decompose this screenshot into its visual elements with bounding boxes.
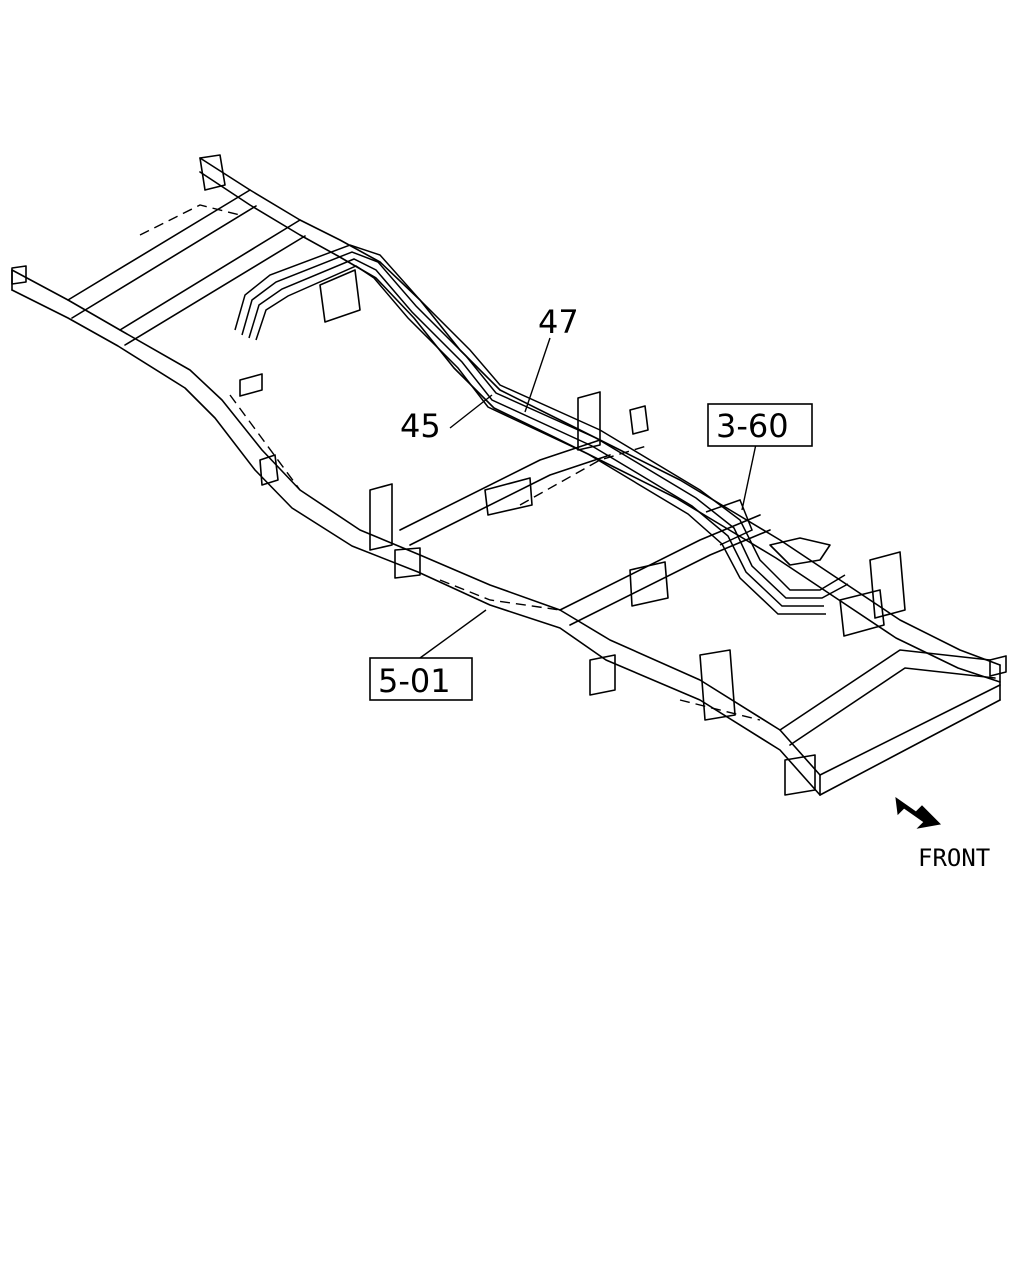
hidden-lines — [139, 204, 761, 721]
callout-47: 47 — [538, 303, 579, 341]
reference-label-5-01: 5-01 — [378, 662, 451, 700]
reference-box-5-01: 5-01 — [369, 657, 473, 701]
callout-45: 45 — [400, 407, 441, 445]
front-direction-label: FRONT — [918, 844, 990, 872]
reference-box-3-60: 3-60 — [707, 403, 813, 447]
chassis-frame-drawing — [11, 154, 1007, 796]
front-arrow-icon — [895, 796, 942, 829]
reference-label-3-60: 3-60 — [716, 407, 789, 445]
brake-pipe-bundle — [234, 244, 849, 615]
leader-lines — [419, 337, 757, 659]
